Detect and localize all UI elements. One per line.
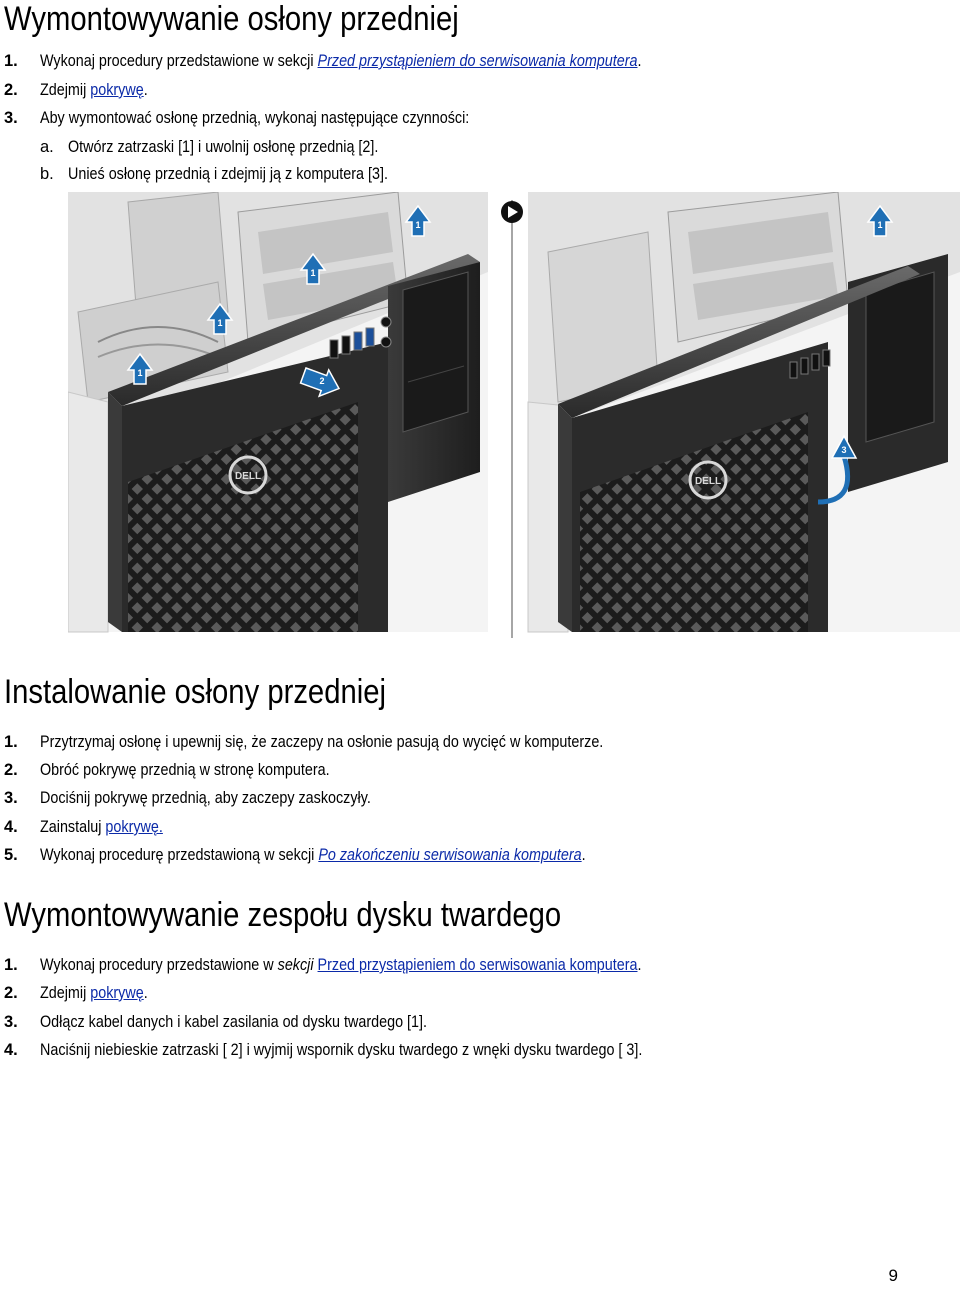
step-number: 2. <box>4 984 18 1002</box>
step-number: 3. <box>4 789 18 807</box>
svg-text:3: 3 <box>841 445 846 455</box>
step-number: 4. <box>4 818 18 836</box>
substep-letter: a. <box>40 138 54 156</box>
svg-text:1: 1 <box>137 368 142 378</box>
section-title-remove-front-bezel: Wymontowywanie osłony przedniej <box>4 0 459 38</box>
link-cover[interactable]: pokrywę <box>90 81 144 99</box>
dell-logo-icon <box>688 460 728 500</box>
callout-curved-arrow-icon: 3 <box>817 434 858 505</box>
step-number: 4. <box>4 1041 18 1059</box>
section-title-remove-hdd-assembly: Wymontowywanie zespołu dysku twardego <box>4 896 562 934</box>
link-before-servicing[interactable]: Przed przystąpieniem do serwisowania kom… <box>317 52 638 70</box>
front-bezel-removal-figure: DELL 1 1 1 1 2 <box>68 192 960 638</box>
step-number: 1. <box>4 956 18 974</box>
step-number: 2. <box>4 761 18 779</box>
svg-text:DELL: DELL <box>695 476 721 487</box>
callout-arrow-icon: 1 <box>126 352 154 385</box>
step-number: 1. <box>4 52 18 70</box>
step-number: 5. <box>4 846 18 864</box>
dell-logo-icon <box>228 455 268 495</box>
link-cover[interactable]: pokrywę <box>90 984 144 1002</box>
link-cover[interactable]: pokrywę. <box>105 818 163 836</box>
right-illustration: DELL 1 3 <box>527 192 960 633</box>
step-number: 3. <box>4 1013 18 1031</box>
svg-text:DELL: DELL <box>235 471 261 482</box>
callout-arrow-icon: 2 <box>299 367 341 398</box>
page-number: 9 <box>888 1266 898 1285</box>
callout-arrow-icon: 1 <box>404 204 432 237</box>
svg-text:1: 1 <box>310 268 315 278</box>
svg-text:1: 1 <box>217 318 222 328</box>
callout-arrow-icon: 1 <box>299 252 327 285</box>
substep-letter: b. <box>40 165 54 183</box>
svg-text:2: 2 <box>319 376 324 386</box>
section-title-install-front-bezel: Instalowanie osłony przedniej <box>4 673 386 711</box>
callout-arrow-icon: 1 <box>206 302 234 335</box>
link-before-servicing[interactable]: Przed przystąpieniem do serwisowania kom… <box>317 956 638 974</box>
link-after-servicing[interactable]: Po zakończeniu serwisowania komputera <box>318 846 582 864</box>
step-number: 3. <box>4 109 18 127</box>
step-number: 1. <box>4 733 18 751</box>
callout-arrow-icon: 1 <box>866 204 894 237</box>
svg-text:1: 1 <box>877 220 882 230</box>
next-step-arrow-icon <box>501 201 523 223</box>
svg-text:1: 1 <box>415 220 420 230</box>
left-illustration: DELL 1 1 1 1 2 <box>68 192 488 633</box>
step-number: 2. <box>4 81 18 99</box>
